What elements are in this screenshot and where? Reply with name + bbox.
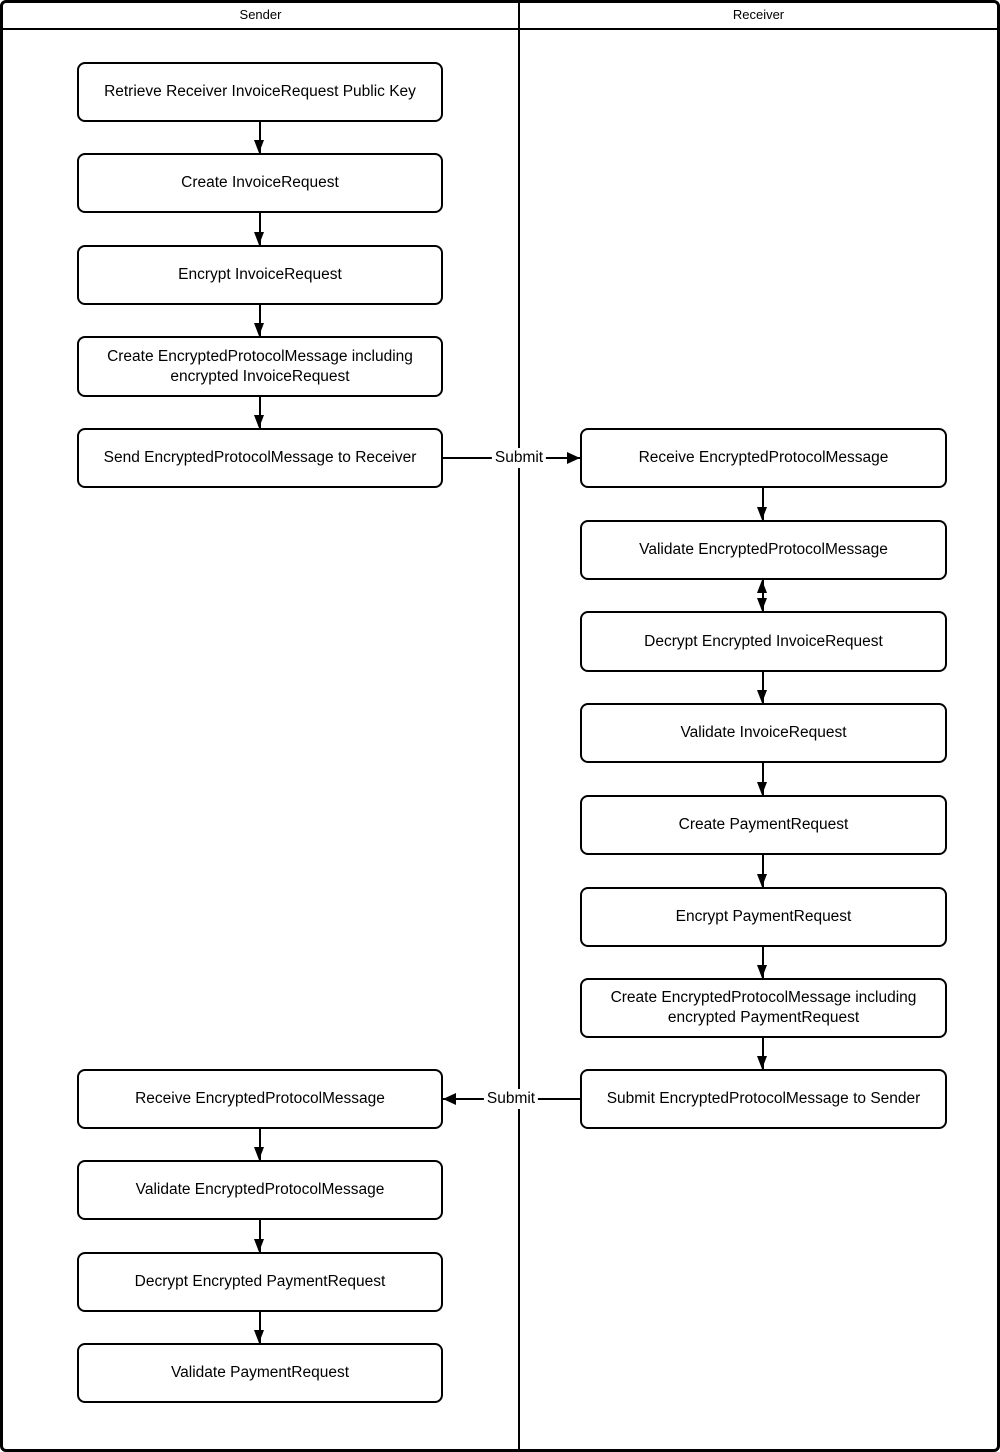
- node-validate-encryptedprotocolmessage-receiver: Validate EncryptedProtocolMessage: [580, 520, 947, 580]
- receiver-lane-label: Receiver: [732, 6, 785, 22]
- sender-lane-header: Sender: [3, 0, 518, 28]
- arrowhead-down-icon: [757, 690, 767, 703]
- arrowhead-up-icon: [757, 580, 767, 593]
- edge-label-submit-to-sender: Submit: [483, 1089, 539, 1109]
- connector-line: [259, 1129, 261, 1160]
- sender-lane-label: Sender: [239, 6, 282, 22]
- node-receive-encryptedprotocolmessage-receiver: Receive EncryptedProtocolMessage: [580, 428, 947, 488]
- node-validate-paymentrequest: Validate PaymentRequest: [77, 1343, 443, 1403]
- node-decrypt-encrypted-paymentrequest: Decrypt Encrypted PaymentRequest: [77, 1252, 443, 1312]
- node-validate-invoicerequest: Validate InvoiceRequest: [580, 703, 947, 763]
- edge-label-submit-to-receiver: Submit: [491, 448, 547, 468]
- arrowhead-down-icon: [254, 1330, 264, 1343]
- connector-line: [259, 122, 261, 153]
- arrowhead-down-icon: [757, 598, 767, 611]
- node-encrypt-paymentrequest: Encrypt PaymentRequest: [580, 887, 947, 947]
- node-create-paymentrequest: Create PaymentRequest: [580, 795, 947, 855]
- connector-line: [762, 763, 764, 795]
- connector-line: [762, 488, 764, 520]
- node-create-encryptedprotocolmessage-paymentrequest: Create EncryptedProtocolMessage includin…: [580, 978, 947, 1038]
- node-create-invoicerequest: Create InvoiceRequest: [77, 153, 443, 213]
- connector-line: [259, 1220, 261, 1252]
- connector-line: [762, 1038, 764, 1069]
- arrowhead-down-icon: [254, 1239, 264, 1252]
- arrowhead-down-icon: [757, 1056, 767, 1069]
- node-validate-encryptedprotocolmessage-sender: Validate EncryptedProtocolMessage: [77, 1160, 443, 1220]
- arrowhead-down-icon: [254, 415, 264, 428]
- arrowhead-right-icon: [567, 452, 580, 464]
- connector-line: [762, 855, 764, 887]
- connector-line: [259, 397, 261, 428]
- node-send-encryptedprotocolmessage-to-receiver: Send EncryptedProtocolMessage to Receive…: [77, 428, 443, 488]
- arrowhead-down-icon: [254, 232, 264, 245]
- arrowhead-down-icon: [254, 140, 264, 153]
- header-divider: [0, 28, 1000, 30]
- node-encrypt-invoicerequest: Encrypt InvoiceRequest: [77, 245, 443, 305]
- arrowhead-left-icon: [443, 1093, 456, 1105]
- node-receive-encryptedprotocolmessage-sender: Receive EncryptedProtocolMessage: [77, 1069, 443, 1129]
- connector-line: [259, 213, 261, 245]
- arrowhead-down-icon: [254, 1147, 264, 1160]
- arrowhead-down-icon: [757, 507, 767, 520]
- connector-line: [259, 1312, 261, 1343]
- arrowhead-down-icon: [254, 323, 264, 336]
- arrowhead-down-icon: [757, 782, 767, 795]
- connector-line: [762, 947, 764, 978]
- node-create-encryptedprotocolmessage-invoicerequest: Create EncryptedProtocolMessage includin…: [77, 336, 443, 397]
- arrowhead-down-icon: [757, 874, 767, 887]
- node-decrypt-encrypted-invoicerequest: Decrypt Encrypted InvoiceRequest: [580, 611, 947, 672]
- lane-divider: [518, 0, 520, 1452]
- connector-line: [259, 305, 261, 336]
- node-retrieve-receiver-invoicerequest-public-key: Retrieve Receiver InvoiceRequest Public …: [77, 62, 443, 122]
- arrowhead-down-icon: [757, 965, 767, 978]
- connector-line: [762, 672, 764, 703]
- node-submit-encryptedprotocolmessage-to-sender: Submit EncryptedProtocolMessage to Sende…: [580, 1069, 947, 1129]
- connector-line: [762, 580, 764, 611]
- receiver-lane-header: Receiver: [520, 0, 997, 28]
